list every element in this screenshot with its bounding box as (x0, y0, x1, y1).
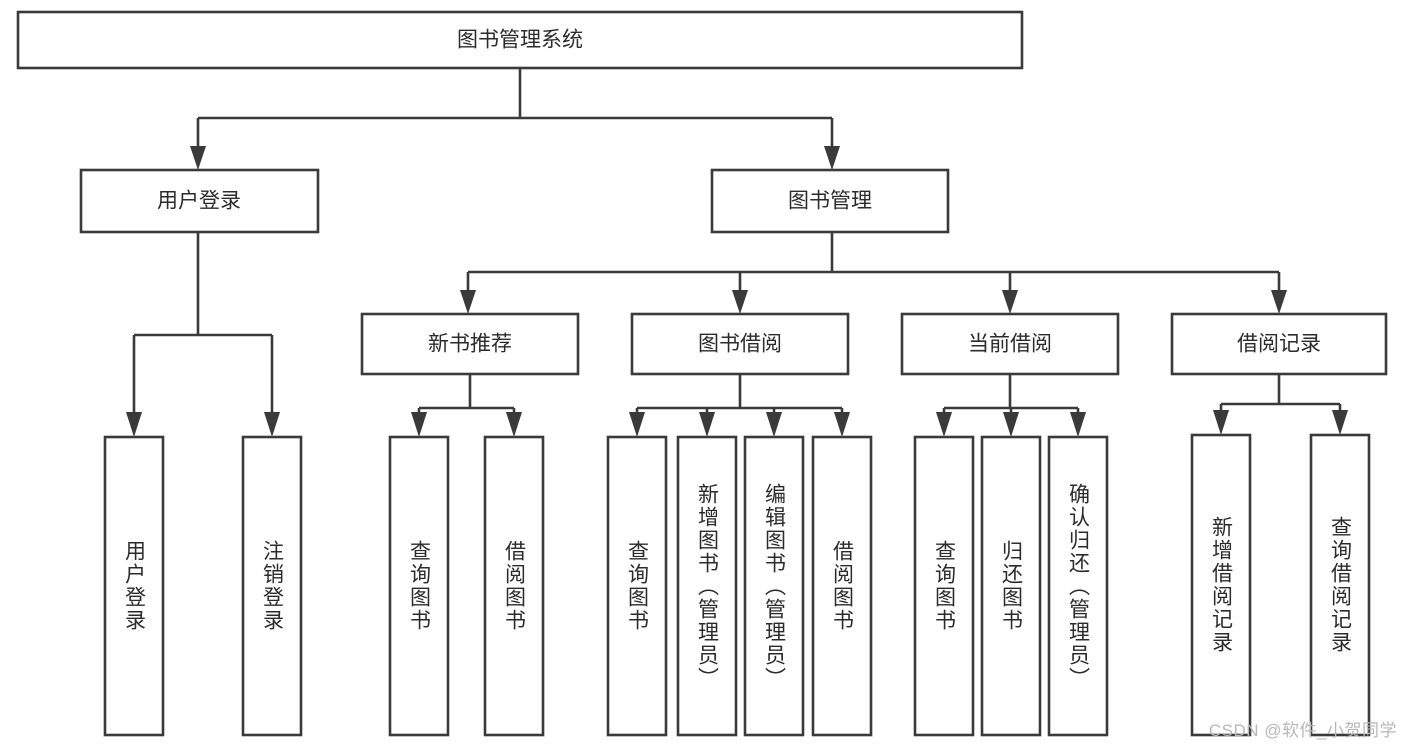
node-user-login-box[interactable] (79, 168, 320, 234)
connectors-book-manage-to-level3 (460, 232, 1287, 314)
leaf-box-current-borrow-3[interactable] (1047, 435, 1109, 737)
arrow-book-borrow-leaf2 (699, 412, 715, 437)
arrow-borrow-record-leaf1 (1213, 410, 1229, 435)
leaf-box-book-borrow-1[interactable] (606, 435, 668, 737)
connectors-user-login-to-leaves (126, 232, 280, 437)
arrow-current-borrow-leaf1 (936, 412, 952, 437)
leaf-box-current-borrow-2[interactable] (980, 435, 1042, 737)
node-book-borrow[interactable]: 图书借阅 (630, 312, 850, 376)
arrow-book-borrow-leaf1 (629, 412, 645, 437)
arrow-current-borrow-leaf2 (1003, 412, 1019, 437)
leaf-box-borrow-record-1[interactable] (1190, 433, 1252, 737)
node-user-login[interactable]: 用户登录 (79, 168, 320, 234)
node-root-box[interactable] (16, 10, 1024, 70)
leaf-box-user-login-1[interactable] (103, 435, 165, 737)
node-book-manage-label: 图书管理 (788, 190, 872, 213)
connectors-root-to-level2 (190, 68, 840, 170)
node-current-borrow[interactable]: 当前借阅 (900, 312, 1120, 376)
node-borrow-record[interactable]: 借阅记录 (1170, 312, 1388, 376)
node-book-borrow-box[interactable] (630, 312, 850, 376)
arrow-to-user-login (190, 146, 206, 170)
arrow-new-book-leaf2 (506, 412, 522, 437)
leaf-boxes-user-login (103, 435, 303, 737)
node-book-manage[interactable]: 图书管理 (710, 168, 950, 234)
node-root-label: 图书管理系统 (457, 29, 583, 52)
connectors-current-borrow-to-leaves (936, 374, 1086, 437)
arrow-current-borrow-leaf3 (1070, 412, 1086, 437)
leaf-boxes-current-borrow (913, 435, 1109, 737)
node-current-borrow-label: 当前借阅 (968, 333, 1052, 356)
arrow-to-new-book (460, 290, 476, 314)
node-borrow-record-label: 借阅记录 (1237, 333, 1321, 356)
leaf-boxes-new-book-recommend (388, 435, 545, 737)
node-root[interactable]: 图书管理系统 (16, 10, 1024, 70)
node-new-book-recommend-box[interactable] (360, 312, 580, 376)
arrow-to-current-borrow (1002, 290, 1018, 314)
leaf-box-book-borrow-3[interactable] (743, 435, 805, 737)
leaf-box-current-borrow-1[interactable] (913, 435, 975, 737)
leaf-box-book-borrow-2[interactable] (676, 435, 738, 737)
connectors-borrow-record-to-leaves (1213, 374, 1348, 435)
node-book-borrow-label: 图书借阅 (698, 333, 782, 356)
arrow-borrow-record-leaf2 (1332, 410, 1348, 435)
node-book-manage-box[interactable] (710, 168, 950, 234)
leaf-box-user-login-2[interactable] (241, 435, 303, 737)
arrow-user-login-leaf2 (264, 412, 280, 437)
arrow-to-borrow-record (1271, 290, 1287, 314)
connectors-book-borrow-to-leaves (629, 374, 850, 437)
arrow-new-book-leaf1 (411, 412, 427, 437)
arrow-to-book-borrow (732, 290, 748, 314)
leaf-boxes-book-borrow (606, 435, 873, 737)
leaf-box-book-borrow-4[interactable] (811, 435, 873, 737)
node-user-login-label: 用户登录 (157, 190, 241, 213)
arrow-to-book-manage (824, 146, 840, 170)
connectors-new-book-to-leaves (411, 374, 522, 437)
node-new-book-recommend-label: 新书推荐 (428, 333, 512, 356)
node-new-book-recommend[interactable]: 新书推荐 (360, 312, 580, 376)
arrow-book-borrow-leaf3 (766, 412, 782, 437)
arrow-book-borrow-leaf4 (834, 412, 850, 437)
arrow-user-login-leaf1 (126, 412, 142, 437)
leaf-boxes-borrow-record (1190, 433, 1371, 737)
csdn-watermark: CSDN @软件_小贺同学 (1208, 721, 1397, 740)
node-current-borrow-box[interactable] (900, 312, 1120, 376)
node-borrow-record-box[interactable] (1170, 312, 1388, 376)
leaf-box-new-book-2[interactable] (483, 435, 545, 737)
leaf-box-borrow-record-2[interactable] (1309, 433, 1371, 737)
leaf-box-new-book-1[interactable] (388, 435, 450, 737)
